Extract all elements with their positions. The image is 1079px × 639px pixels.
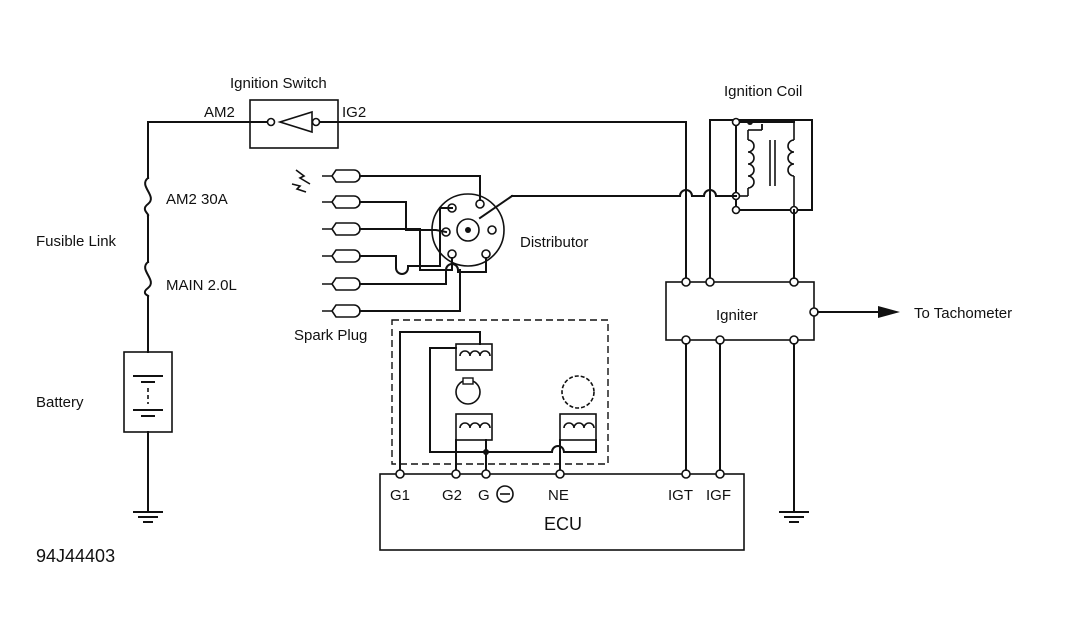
spark-plug (322, 169, 481, 183)
ecu-pin-igt: IGT (668, 487, 693, 504)
fuse-main-symbol (143, 260, 152, 298)
ig2-terminal-label: IG2 (342, 104, 366, 121)
ecu-block (379, 469, 745, 551)
pickup-sensor-box (391, 319, 609, 465)
ecu-pin-g: G (478, 487, 490, 504)
tachometer-output-arrow (817, 306, 900, 318)
igniter-block (665, 277, 819, 345)
spark-plug (322, 304, 461, 318)
coil-to-distributor-wire (478, 189, 737, 220)
ground-symbol-battery (133, 511, 163, 523)
spark-icon (291, 169, 311, 193)
ground-symbol-igniter (779, 511, 809, 523)
battery-label: Battery (36, 394, 84, 411)
fuse-am2-symbol (143, 176, 152, 218)
battery-symbol (123, 351, 173, 433)
figure-id: 94J44403 (36, 546, 115, 566)
sensor-wiring (399, 331, 597, 473)
fuse-am2-label: AM2 30A (166, 191, 228, 208)
ignition-switch-label: Ignition Switch (230, 75, 327, 92)
spark-plug (322, 249, 397, 263)
ignition-switch-symbol (249, 99, 339, 149)
distributor-label: Distributor (520, 234, 588, 251)
spark-plug (322, 277, 447, 291)
ignition-coil-label: Ignition Coil (724, 83, 802, 100)
fusible-link-label: Fusible Link (36, 233, 117, 250)
fuse-main-label: MAIN 2.0L (166, 277, 237, 294)
ecu-label: ECU (544, 514, 582, 534)
to-tachometer-label: To Tachometer (914, 305, 1012, 322)
battery-feed-wire (147, 121, 251, 513)
ecu-pin-g2: G2 (442, 487, 462, 504)
spark-plug (322, 195, 407, 209)
igniter-wiring (685, 209, 795, 511)
spark-plug-label: Spark Plug (294, 327, 367, 344)
ecu-pin-g1: G1 (390, 487, 410, 504)
ecu-pin-igf: IGF (706, 487, 731, 504)
igniter-label: Igniter (716, 307, 758, 324)
ecu-pin-ne: NE (548, 487, 569, 504)
am2-terminal-label: AM2 (204, 104, 235, 121)
distributor-symbol (395, 175, 505, 312)
ignition-coil-symbol (709, 117, 813, 283)
spark-plugs (322, 169, 481, 318)
